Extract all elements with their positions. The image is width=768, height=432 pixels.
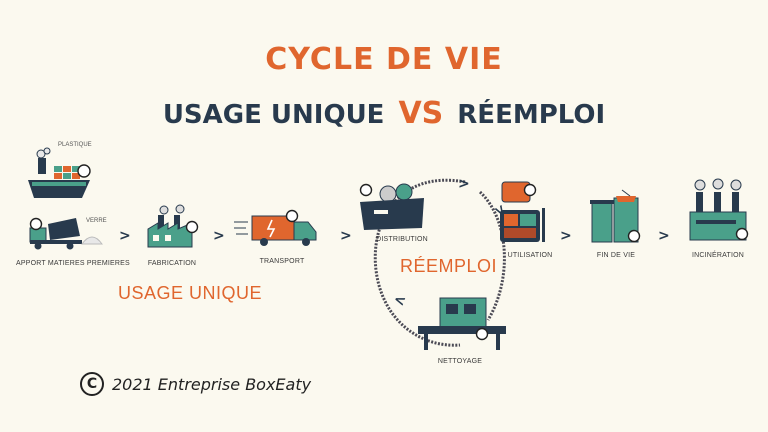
title-reemploi: RÉEMPLOI: [457, 100, 606, 130]
copyright-text: 2021 Entreprise BoxEaty: [112, 374, 312, 394]
label-incineration: INCINÉRATION: [691, 252, 745, 259]
dump-truck-icon: [29, 217, 103, 250]
reuse-loop-circle: [373, 178, 506, 347]
label-nettoyage: NETTOYAGE: [437, 358, 483, 365]
chevron-3: >: [340, 228, 352, 244]
dishwasher-machine-icon: [418, 297, 506, 350]
copyright-notice: C 2021 Entreprise BoxEaty: [80, 372, 311, 396]
label-apport: APPORT MATIERES PREMIERES: [16, 260, 130, 267]
title-cycle-de-vie: CYCLE DE VIE: [265, 42, 503, 77]
lunchbox-icon: [500, 181, 545, 242]
label-fin-de-vie: FIN DE VIE: [596, 252, 636, 259]
label-verre: VERRE: [86, 218, 107, 224]
trash-bins-icon: [590, 189, 641, 243]
delivery-truck-icon: [234, 209, 317, 246]
distribution-crate-icon: [359, 183, 424, 230]
label-distribution: DISTRIBUTION: [376, 236, 428, 243]
label-plastique: PLASTIQUE: [58, 142, 92, 148]
chevron-loop-top: >: [458, 176, 470, 192]
copyright-icon: C: [80, 372, 104, 396]
chevron-5: >: [658, 228, 670, 244]
label-utilisation: UTILISATION: [507, 252, 553, 259]
label-path-reemploi: RÉEMPLOI: [400, 256, 498, 276]
chevron-1: >: [119, 228, 131, 244]
chevron-4: >: [560, 228, 572, 244]
label-fabrication: FABRICATION: [147, 260, 197, 267]
factory-icon: [147, 204, 199, 248]
incinerator-factory-icon: [689, 178, 749, 241]
chevron-2: >: [213, 228, 225, 244]
label-transport: TRANSPORT: [259, 258, 305, 265]
ship-icon: [28, 147, 91, 198]
title-vs: VS: [398, 96, 444, 131]
title-usage-unique: USAGE UNIQUE: [162, 100, 385, 130]
label-path-usage-unique: USAGE UNIQUE: [118, 283, 263, 303]
title-comparison: USAGE UNIQUE VS RÉEMPLOI: [0, 96, 768, 131]
